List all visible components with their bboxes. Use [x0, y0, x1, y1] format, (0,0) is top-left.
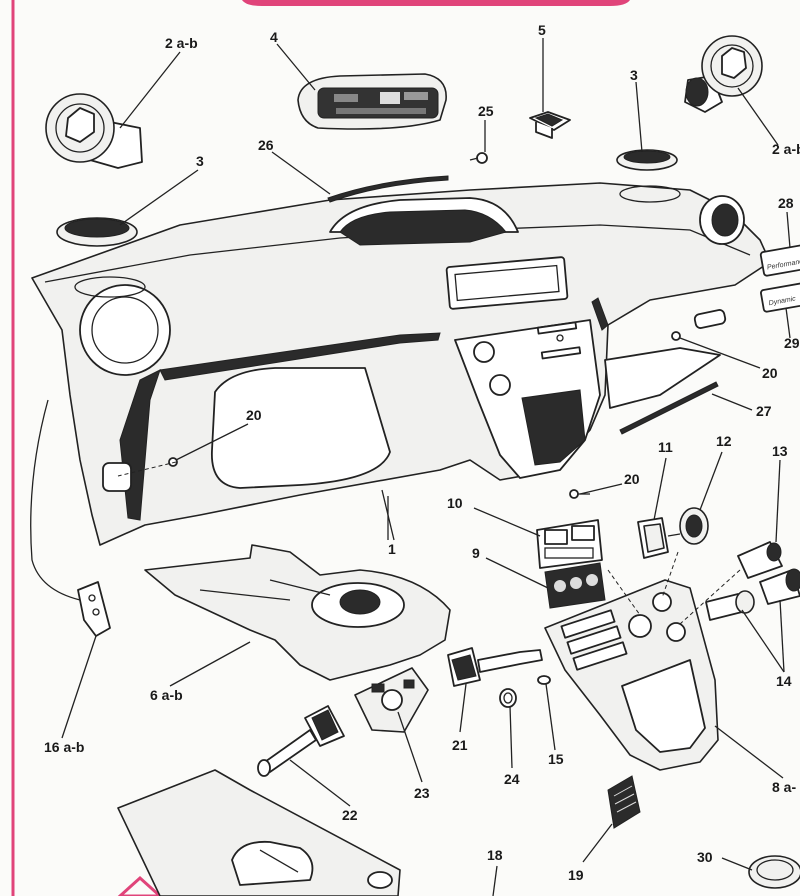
switch-frame-part — [536, 519, 603, 569]
callout-18: 18 — [487, 847, 503, 863]
callout-13: 13 — [772, 443, 788, 459]
knob-part — [679, 507, 709, 545]
vent-grille-part — [607, 775, 641, 829]
callout-6ab: 6 a-b — [150, 687, 183, 703]
callout-22: 22 — [342, 807, 358, 823]
callout-1: 1 — [388, 541, 396, 557]
steering-switch-body-part — [354, 667, 429, 733]
steering-column-cover-part — [144, 544, 451, 681]
screw-part — [469, 152, 488, 164]
wiper-switch-part — [447, 647, 543, 687]
page-border-corner — [117, 875, 163, 896]
leader-lines — [61, 38, 791, 896]
callout-2ab-left: 2 a-b — [165, 35, 198, 51]
dashboard-part — [31, 182, 771, 546]
rotary-switch-part — [637, 517, 681, 559]
callout-3-left: 3 — [196, 153, 204, 169]
center-console-bezel-part — [544, 551, 741, 771]
callout-14: 14 — [776, 673, 792, 689]
callout-28: 28 — [778, 195, 794, 211]
callout-labels: 2 a-b 2 a-b 3 3 4 5 25 26 28 29 20 27 20… — [44, 22, 800, 883]
socket-part — [737, 541, 783, 579]
clip-right-part — [671, 331, 681, 341]
callout-10: 10 — [447, 495, 463, 511]
callout-20-console: 20 — [624, 471, 640, 487]
badge-dynamic-part: Dynamic — [760, 281, 800, 313]
air-vent-right-part — [684, 35, 763, 113]
air-vent-left-part — [45, 93, 143, 169]
callout-27: 27 — [756, 403, 772, 419]
sensor-part — [529, 111, 571, 139]
callout-19: 19 — [568, 867, 584, 883]
lower-trim-part — [117, 769, 401, 896]
callout-2ab-right: 2 a-b — [772, 141, 800, 157]
clip-left-part — [168, 457, 178, 467]
instrument-cluster-part — [297, 73, 447, 130]
switch-panel-part — [544, 562, 606, 609]
lighter-part — [705, 568, 800, 621]
callout-29: 29 — [784, 335, 800, 351]
callout-21: 21 — [452, 737, 468, 753]
callout-15: 15 — [548, 751, 564, 767]
callout-4: 4 — [270, 29, 278, 45]
callout-12: 12 — [716, 433, 732, 449]
speaker-grille-left-part — [56, 217, 138, 247]
callout-11: 11 — [658, 439, 673, 455]
bulb-holder-part — [499, 688, 517, 708]
callout-8a: 8 a- — [772, 779, 796, 795]
callout-26: 26 — [258, 137, 274, 153]
callout-3-right: 3 — [630, 67, 638, 83]
callout-9: 9 — [472, 545, 480, 561]
cup-part — [748, 855, 800, 889]
callout-24: 24 — [504, 771, 520, 787]
clip-console-part — [569, 489, 590, 499]
speaker-grille-right-part — [616, 149, 678, 171]
callout-20-right: 20 — [762, 365, 778, 381]
trim-strip-right-part — [619, 381, 719, 435]
callout-23: 23 — [414, 785, 430, 801]
callout-25: 25 — [478, 103, 494, 119]
badge-profile-part: Performance — [759, 243, 800, 277]
page-border-top — [242, 0, 630, 6]
bulb-part — [537, 675, 551, 685]
callout-5: 5 — [538, 22, 546, 38]
callout-16ab: 16 a-b — [44, 739, 84, 755]
callout-30: 30 — [697, 849, 713, 865]
callout-20-left: 20 — [246, 407, 262, 423]
hood-release-part — [30, 399, 111, 637]
badge-dynamic-text: Dynamic — [768, 295, 797, 307]
light-switch-stalk-part — [257, 705, 345, 777]
trim-strip-top-part — [327, 175, 449, 203]
